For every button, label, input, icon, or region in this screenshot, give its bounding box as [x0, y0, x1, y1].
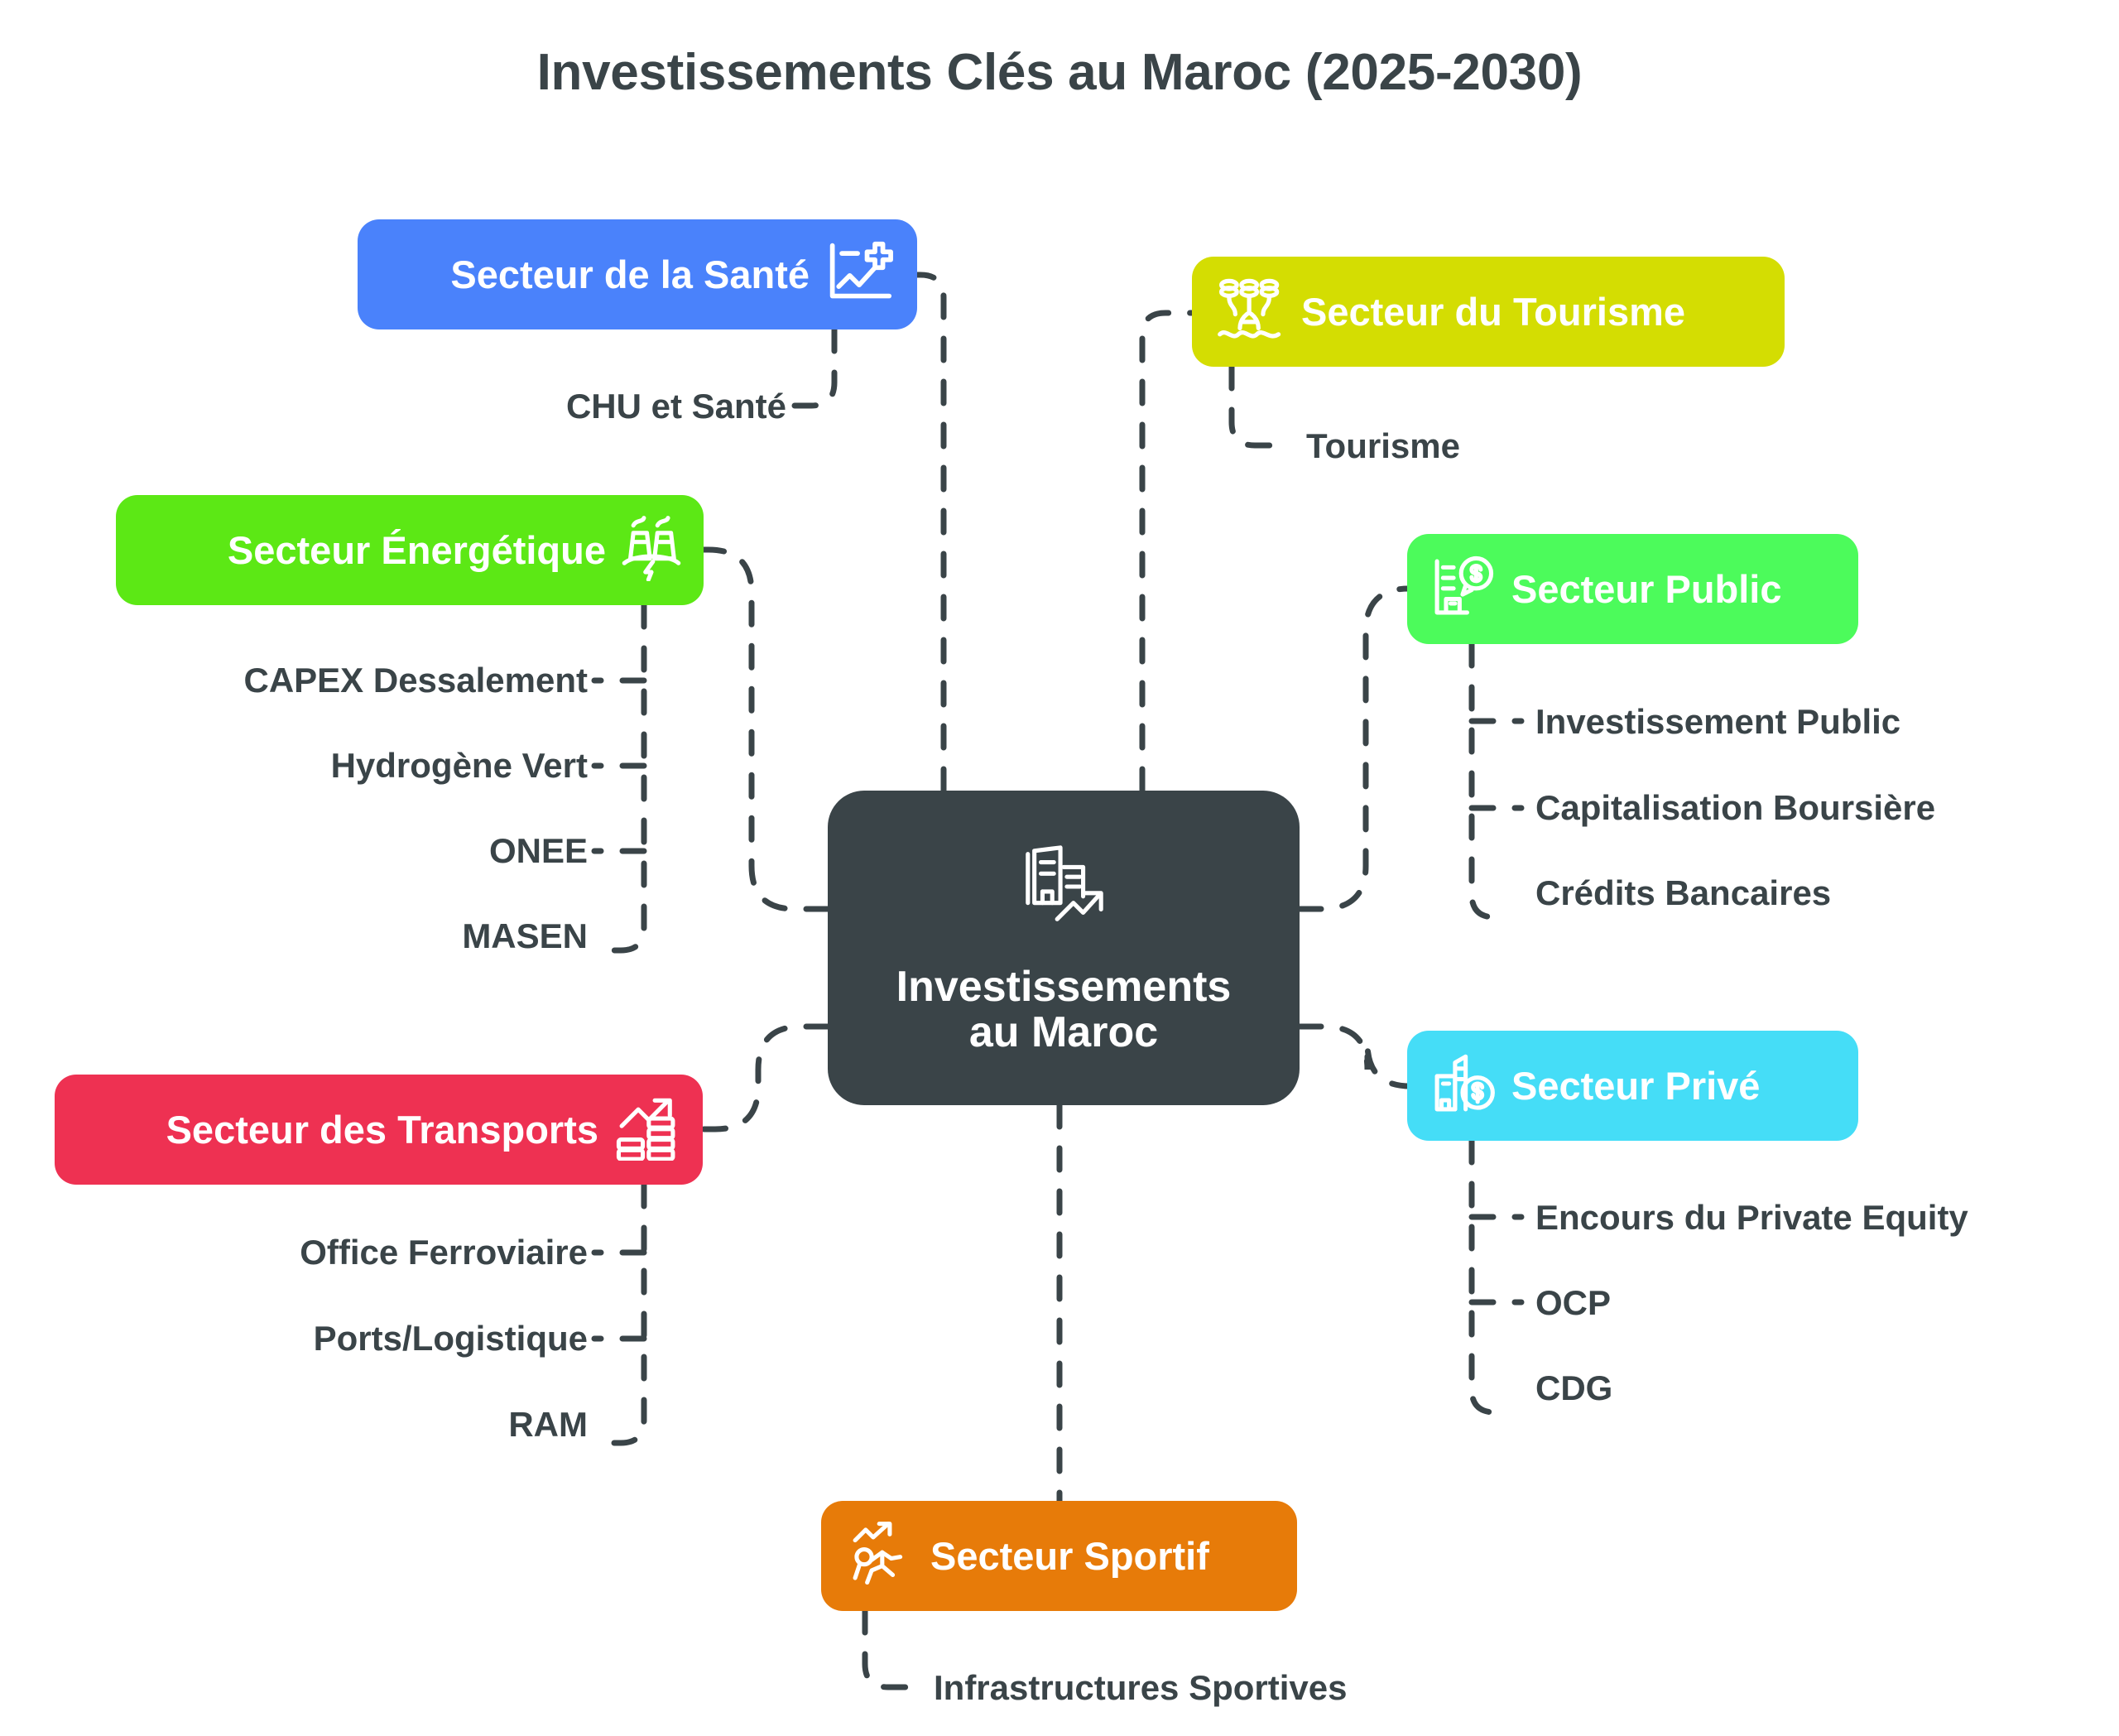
branch-node-sante[interactable]: Secteur de la Santé [358, 219, 917, 329]
leaf-chu-et-sante: CHU et Santé [565, 387, 786, 426]
branch-node-tourisme[interactable]: Secteur du Tourisme [1192, 257, 1785, 367]
central-node[interactable]: Investissements au Maroc [828, 791, 1300, 1105]
leaf-office-ferroviaire: Office Ferroviaire [300, 1233, 588, 1272]
branch-node-energie-label: Secteur Énergétique [227, 527, 606, 572]
growth-arrow-coins-icon [612, 1094, 683, 1165]
branch-node-prive[interactable]: Secteur Privé [1407, 1031, 1858, 1141]
leaf-cdg: CDG [1535, 1368, 1613, 1407]
leaf-encours-private-equity: Encours du Private Equity [1535, 1198, 1968, 1237]
building-growth-chart-icon [1010, 841, 1117, 936]
branch-node-transports-label: Secteur des Transports [166, 1107, 598, 1152]
connector-center-to-tourisme [1139, 310, 1195, 794]
connector-center-to-transports [700, 1023, 831, 1132]
leaf-masen: MASEN [462, 916, 588, 955]
branch-node-sportif[interactable]: Secteur Sportif [821, 1501, 1297, 1611]
page-title: Investissements Clés au Maroc (2025-2030… [536, 44, 1583, 101]
medical-chart-plus-icon [823, 239, 896, 310]
power-plant-bolt-icon [619, 515, 684, 585]
leaf-capitalisation-boursiere: Capitalisation Boursière [1535, 788, 1936, 827]
leaf-tourisme: Tourisme [1306, 426, 1460, 465]
leaf-capex-dessalement: CAPEX Dessalement [243, 661, 588, 700]
building-dollar-coin-icon [1429, 1051, 1497, 1121]
connector-sante-to-chu [791, 326, 838, 409]
leaf-onee: ONEE [488, 831, 588, 870]
leaf-infrastructures-sportives: Infrastructures Sportives [934, 1668, 1348, 1707]
branch-node-public-label: Secteur Public [1511, 566, 1782, 611]
connector-energie-trunk [611, 602, 647, 954]
connector-tourisme-to-tourisme-leaf [1228, 363, 1278, 449]
connector-transports-trunk [611, 1181, 647, 1446]
connector-prive-trunk [1468, 1137, 1508, 1416]
leaf-credits-bancaires: Crédits Bancaires [1535, 873, 1832, 912]
branch-node-tourisme-label: Secteur du Tourisme [1301, 289, 1686, 334]
connector-center-to-energie [700, 546, 831, 912]
leaf-ports-logistique: Ports/Logistique [313, 1319, 588, 1358]
connector-center-to-sante [914, 272, 947, 794]
branch-node-public[interactable]: Secteur Public [1407, 534, 1858, 644]
central-node-line2: au Maroc [968, 1007, 1159, 1056]
connector-sportif-to-infrastructures [862, 1608, 910, 1690]
branch-node-transports[interactable]: Secteur des Transports [55, 1075, 703, 1185]
branch-node-sante-label: Secteur de la Santé [450, 252, 810, 296]
central-node-line1: Investissements [896, 962, 1232, 1011]
connector-center-to-public [1296, 585, 1420, 912]
leaf-hydrogene-vert: Hydrogène Vert [330, 746, 588, 785]
branch-node-energie[interactable]: Secteur Énergétique [116, 495, 704, 605]
connector-public-trunk [1468, 641, 1508, 921]
branch-node-sportif-label: Secteur Sportif [930, 1533, 1209, 1578]
leaf-ocp: OCP [1535, 1283, 1612, 1322]
building-dollar-icon [1429, 554, 1497, 624]
leaf-investissement-public: Investissement Public [1535, 702, 1901, 741]
runner-growth-arrow-icon [846, 1521, 915, 1591]
hammam-spa-icon [1213, 276, 1288, 348]
branch-node-prive-label: Secteur Privé [1511, 1063, 1761, 1108]
leaf-ram: RAM [508, 1405, 588, 1444]
connector-center-to-prive [1296, 1023, 1420, 1089]
central-node-label: Investissements au Maroc [896, 964, 1232, 1055]
